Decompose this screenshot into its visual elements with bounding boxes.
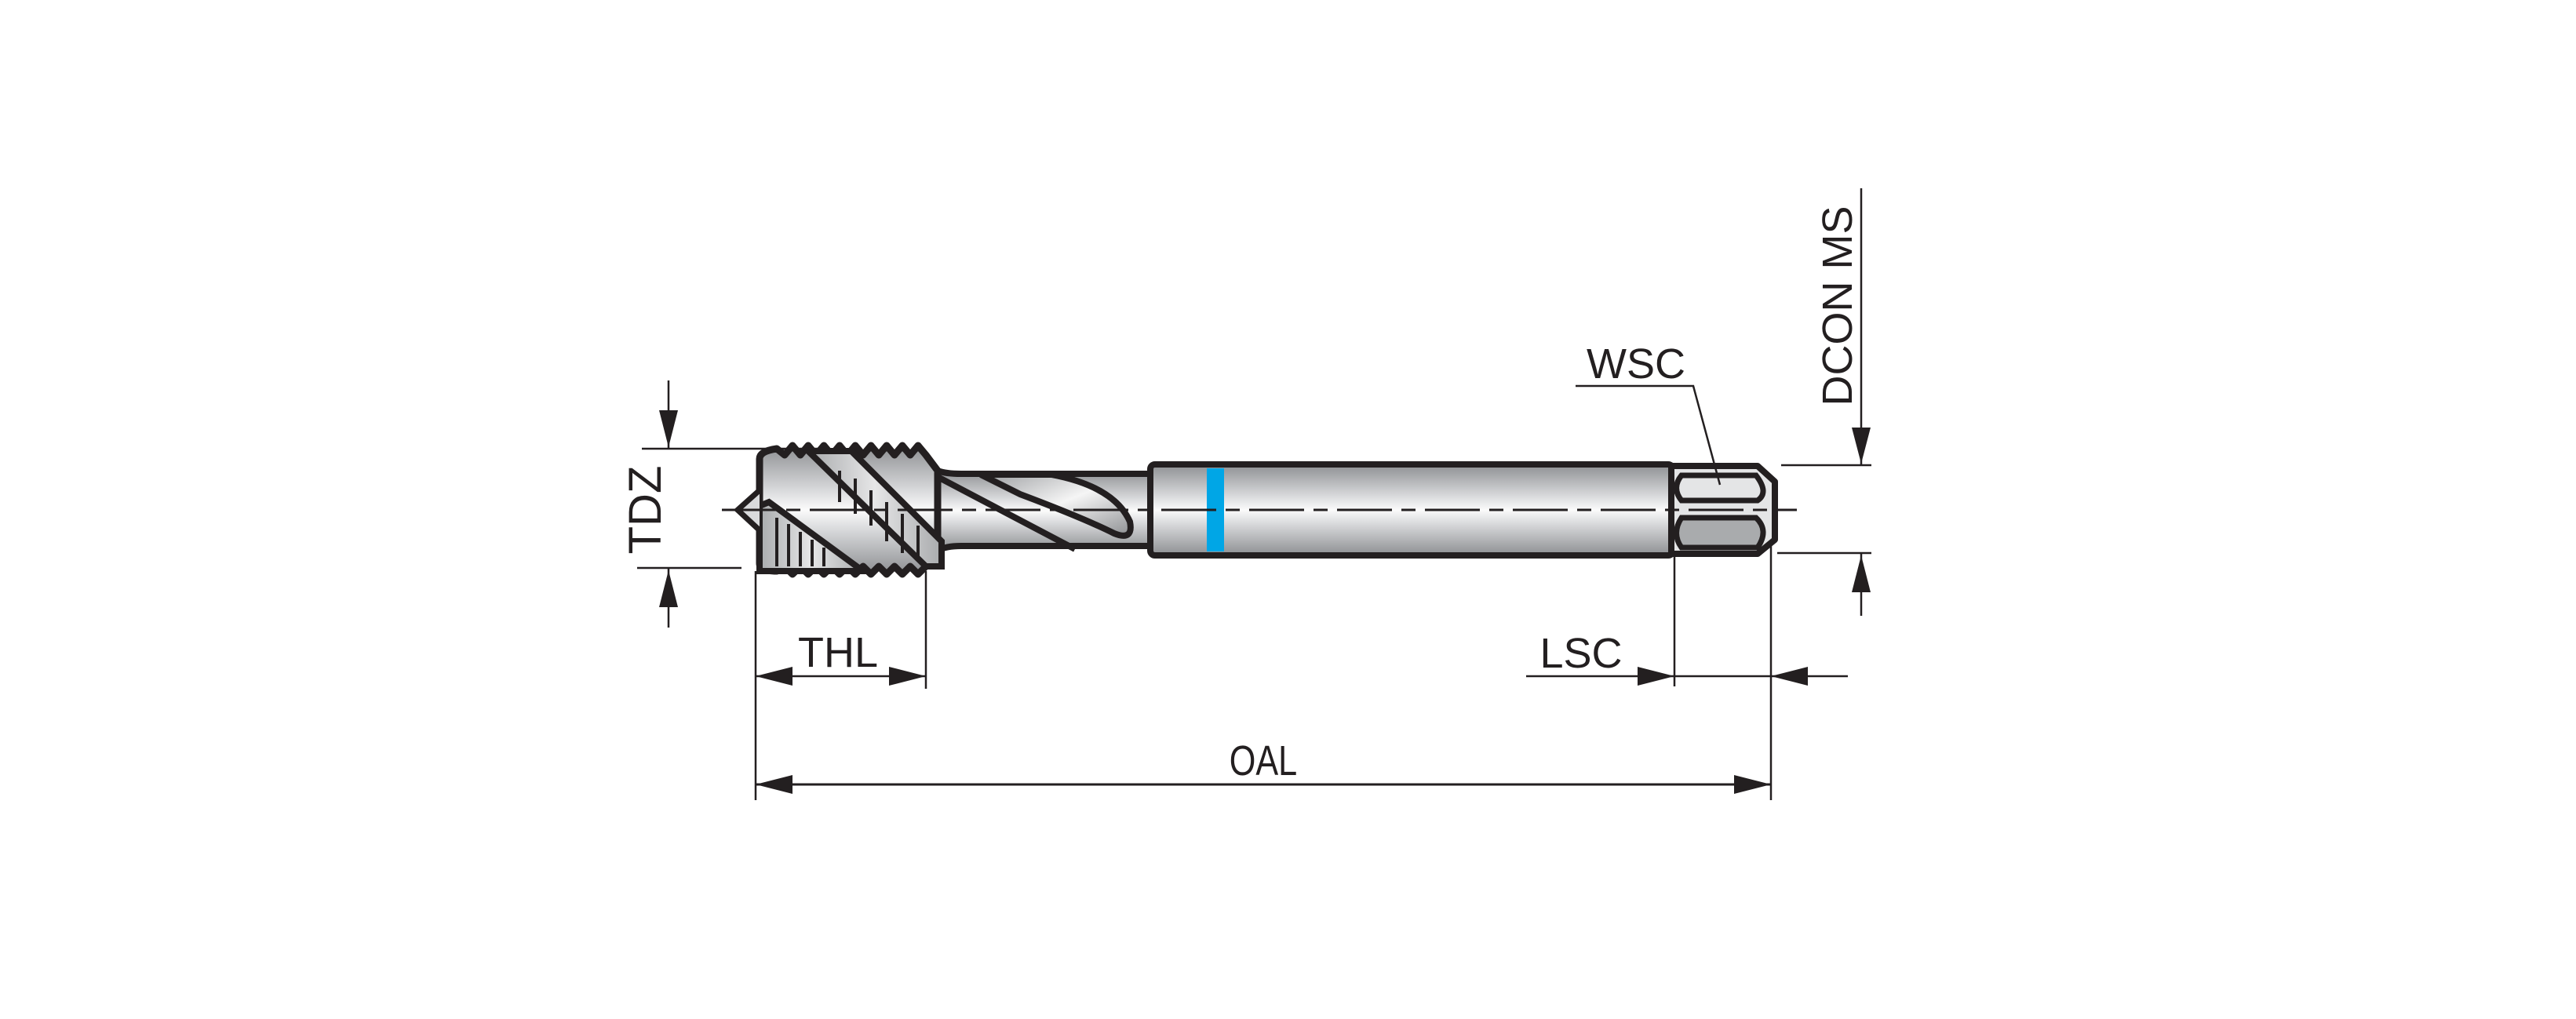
thread-ridges xyxy=(775,471,920,566)
tap-body xyxy=(722,442,1797,578)
label-tdz: TDZ xyxy=(620,466,671,555)
dimension-oal xyxy=(756,775,1771,794)
arrow-up-icon xyxy=(659,570,678,607)
arrow-down-icon xyxy=(1852,428,1871,464)
label-lsc: LSC xyxy=(1539,630,1622,677)
label-thl: THL xyxy=(798,629,878,676)
label-wsc: WSC xyxy=(1587,340,1685,388)
dimension-thl xyxy=(756,667,926,686)
arrow-left-icon xyxy=(756,667,792,686)
arrow-right-icon xyxy=(1638,667,1674,686)
dimension-tdz xyxy=(637,380,824,628)
thread-flank-band-2 xyxy=(756,498,873,574)
arrow-up-icon xyxy=(1852,555,1871,592)
label-dcon-ms: DCON MS xyxy=(1814,206,1861,406)
arrow-left-icon xyxy=(756,775,792,794)
leader-wsc xyxy=(1576,384,1722,486)
arrow-down-icon xyxy=(659,410,678,447)
dimension-dcon-ms xyxy=(1777,188,1871,616)
arrow-right-icon xyxy=(1734,775,1771,794)
dimension-lsc xyxy=(1526,667,1848,686)
label-oal: OAL xyxy=(1230,738,1297,785)
dimensions: TDZ THL LSC OAL xyxy=(620,188,1871,800)
flute-groove-neck xyxy=(979,471,1134,539)
arrow-left-icon xyxy=(1771,667,1808,686)
arrow-right-icon xyxy=(889,667,926,686)
